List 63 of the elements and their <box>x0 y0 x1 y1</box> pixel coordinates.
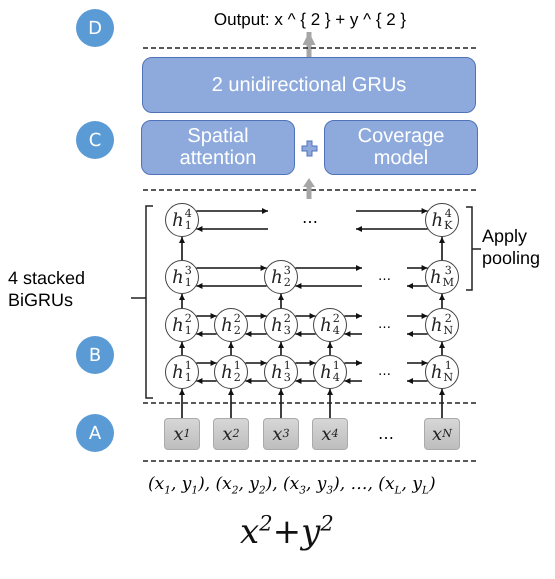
step-badge: B <box>76 336 114 374</box>
side-label: 4 stacked BiGRUs <box>8 268 86 312</box>
formula-text: (x$_{1}$, y$_{1}$), (x$_{2}$, y$_{2}$), (x$_{3}$, y$_{3}$), …, (x$_{L}$, y$_{L}$) <box>148 474 436 494</box>
arrow <box>196 226 268 232</box>
arrow <box>278 389 284 418</box>
arrow <box>179 294 185 308</box>
step-badge: C <box>76 121 114 159</box>
arrow <box>196 265 267 271</box>
arrow <box>344 360 362 366</box>
ellipsis: … <box>378 365 391 378</box>
arrow <box>439 342 445 355</box>
arrow <box>196 378 217 384</box>
arrow <box>439 389 445 418</box>
module-box: Coverage model <box>324 120 478 174</box>
arrow <box>407 313 428 319</box>
arrow <box>327 342 333 355</box>
arrow <box>179 342 185 355</box>
arrow <box>302 32 316 57</box>
arrow <box>196 331 217 337</box>
ellipsis: … <box>302 208 318 227</box>
arrow <box>228 342 234 355</box>
module-box: 2 unidirectional GRUs <box>142 57 476 113</box>
arrow <box>295 360 316 366</box>
handwritten-formula: x$^{2}$+y$^{2}$ <box>240 512 334 552</box>
arrow <box>344 331 362 337</box>
arrow <box>245 331 267 337</box>
arrow <box>407 360 428 366</box>
step-badge: D <box>76 9 114 47</box>
arrow <box>295 331 316 337</box>
ellipsis: … <box>378 424 394 443</box>
arrow <box>179 389 185 418</box>
arrow <box>344 313 362 319</box>
arrow <box>407 265 428 271</box>
arrow <box>295 283 362 289</box>
arrow <box>439 294 445 308</box>
arrow <box>245 378 267 384</box>
arrow <box>196 360 217 366</box>
arrow <box>407 283 428 289</box>
side-label: Apply pooling <box>482 226 542 270</box>
arrow <box>407 378 428 384</box>
arrow <box>407 331 428 337</box>
arrow <box>196 283 267 289</box>
arrow <box>295 313 316 319</box>
module-box: Spatial attention <box>141 120 295 174</box>
arrow <box>245 313 267 319</box>
arrow <box>179 237 185 260</box>
ellipsis: … <box>378 270 391 283</box>
arrow <box>278 342 284 355</box>
arrow <box>295 378 316 384</box>
arrow <box>439 237 445 260</box>
arrow <box>344 378 362 384</box>
arrow <box>278 294 284 308</box>
output-text: Output: x ^ { 2 } + y ^ { 2 } <box>185 8 435 32</box>
arrow <box>196 208 268 214</box>
arrow <box>196 313 217 319</box>
arrow <box>245 360 267 366</box>
arrow <box>327 389 333 418</box>
step-badge: A <box>76 414 114 452</box>
ellipsis: … <box>378 318 391 331</box>
arrow <box>228 389 234 418</box>
arrow <box>295 265 362 271</box>
arrow <box>356 208 428 214</box>
arrow <box>356 226 428 232</box>
